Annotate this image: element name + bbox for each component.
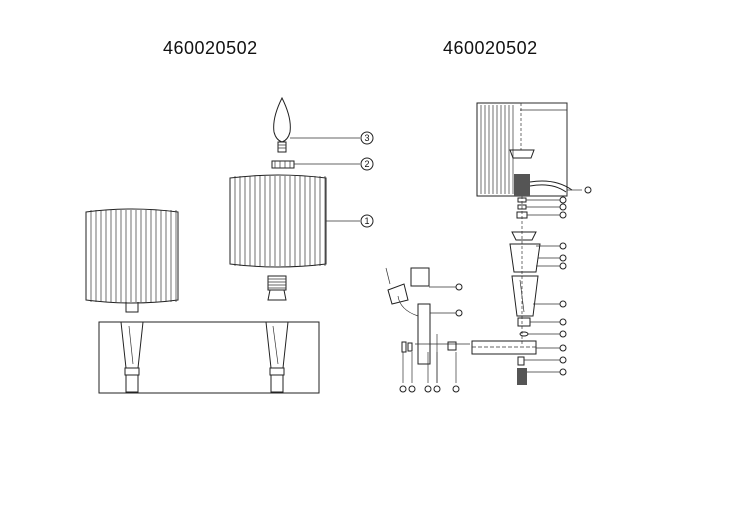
part-marker — [559, 211, 567, 219]
part-marker — [559, 318, 567, 326]
part-marker — [399, 385, 407, 393]
left-arm — [120, 302, 144, 393]
callout-1: 1 — [360, 214, 374, 228]
callout-1-label: 1 — [364, 216, 369, 226]
part-marker — [455, 309, 463, 317]
callout-markers — [399, 196, 567, 393]
part-marker — [452, 385, 460, 393]
part-marker — [559, 242, 567, 250]
left-shade — [85, 208, 179, 304]
model-number-left: 460020502 — [163, 38, 258, 58]
part-marker — [559, 344, 567, 352]
exploded-view — [385, 102, 592, 385]
part-marker — [559, 262, 567, 270]
callout-3: 3 — [360, 131, 374, 145]
part-marker — [559, 203, 567, 211]
shade-ring — [271, 160, 295, 169]
part-marker — [433, 385, 441, 393]
junction-box — [385, 267, 430, 317]
candle-bulb — [273, 96, 291, 153]
part-marker — [559, 254, 567, 262]
right-arm — [265, 275, 289, 393]
part-marker — [408, 385, 416, 393]
model-number-right: 460020502 — [443, 38, 538, 58]
part-marker — [559, 330, 567, 338]
part-marker — [559, 196, 567, 204]
backplate — [98, 321, 320, 394]
callout-3-label: 3 — [364, 133, 369, 143]
part-marker — [559, 356, 567, 364]
part-marker — [455, 283, 463, 291]
part-marker — [424, 385, 432, 393]
right-shade — [229, 174, 327, 268]
assembled-lamp: 3 2 1 — [85, 96, 374, 394]
callout-2-label: 2 — [364, 159, 369, 169]
callout-2: 2 — [360, 157, 374, 171]
socket-body — [514, 174, 530, 196]
part-marker — [559, 368, 567, 376]
exploded-shade — [476, 102, 573, 197]
end-cap — [517, 368, 527, 385]
part-marker — [559, 300, 567, 308]
